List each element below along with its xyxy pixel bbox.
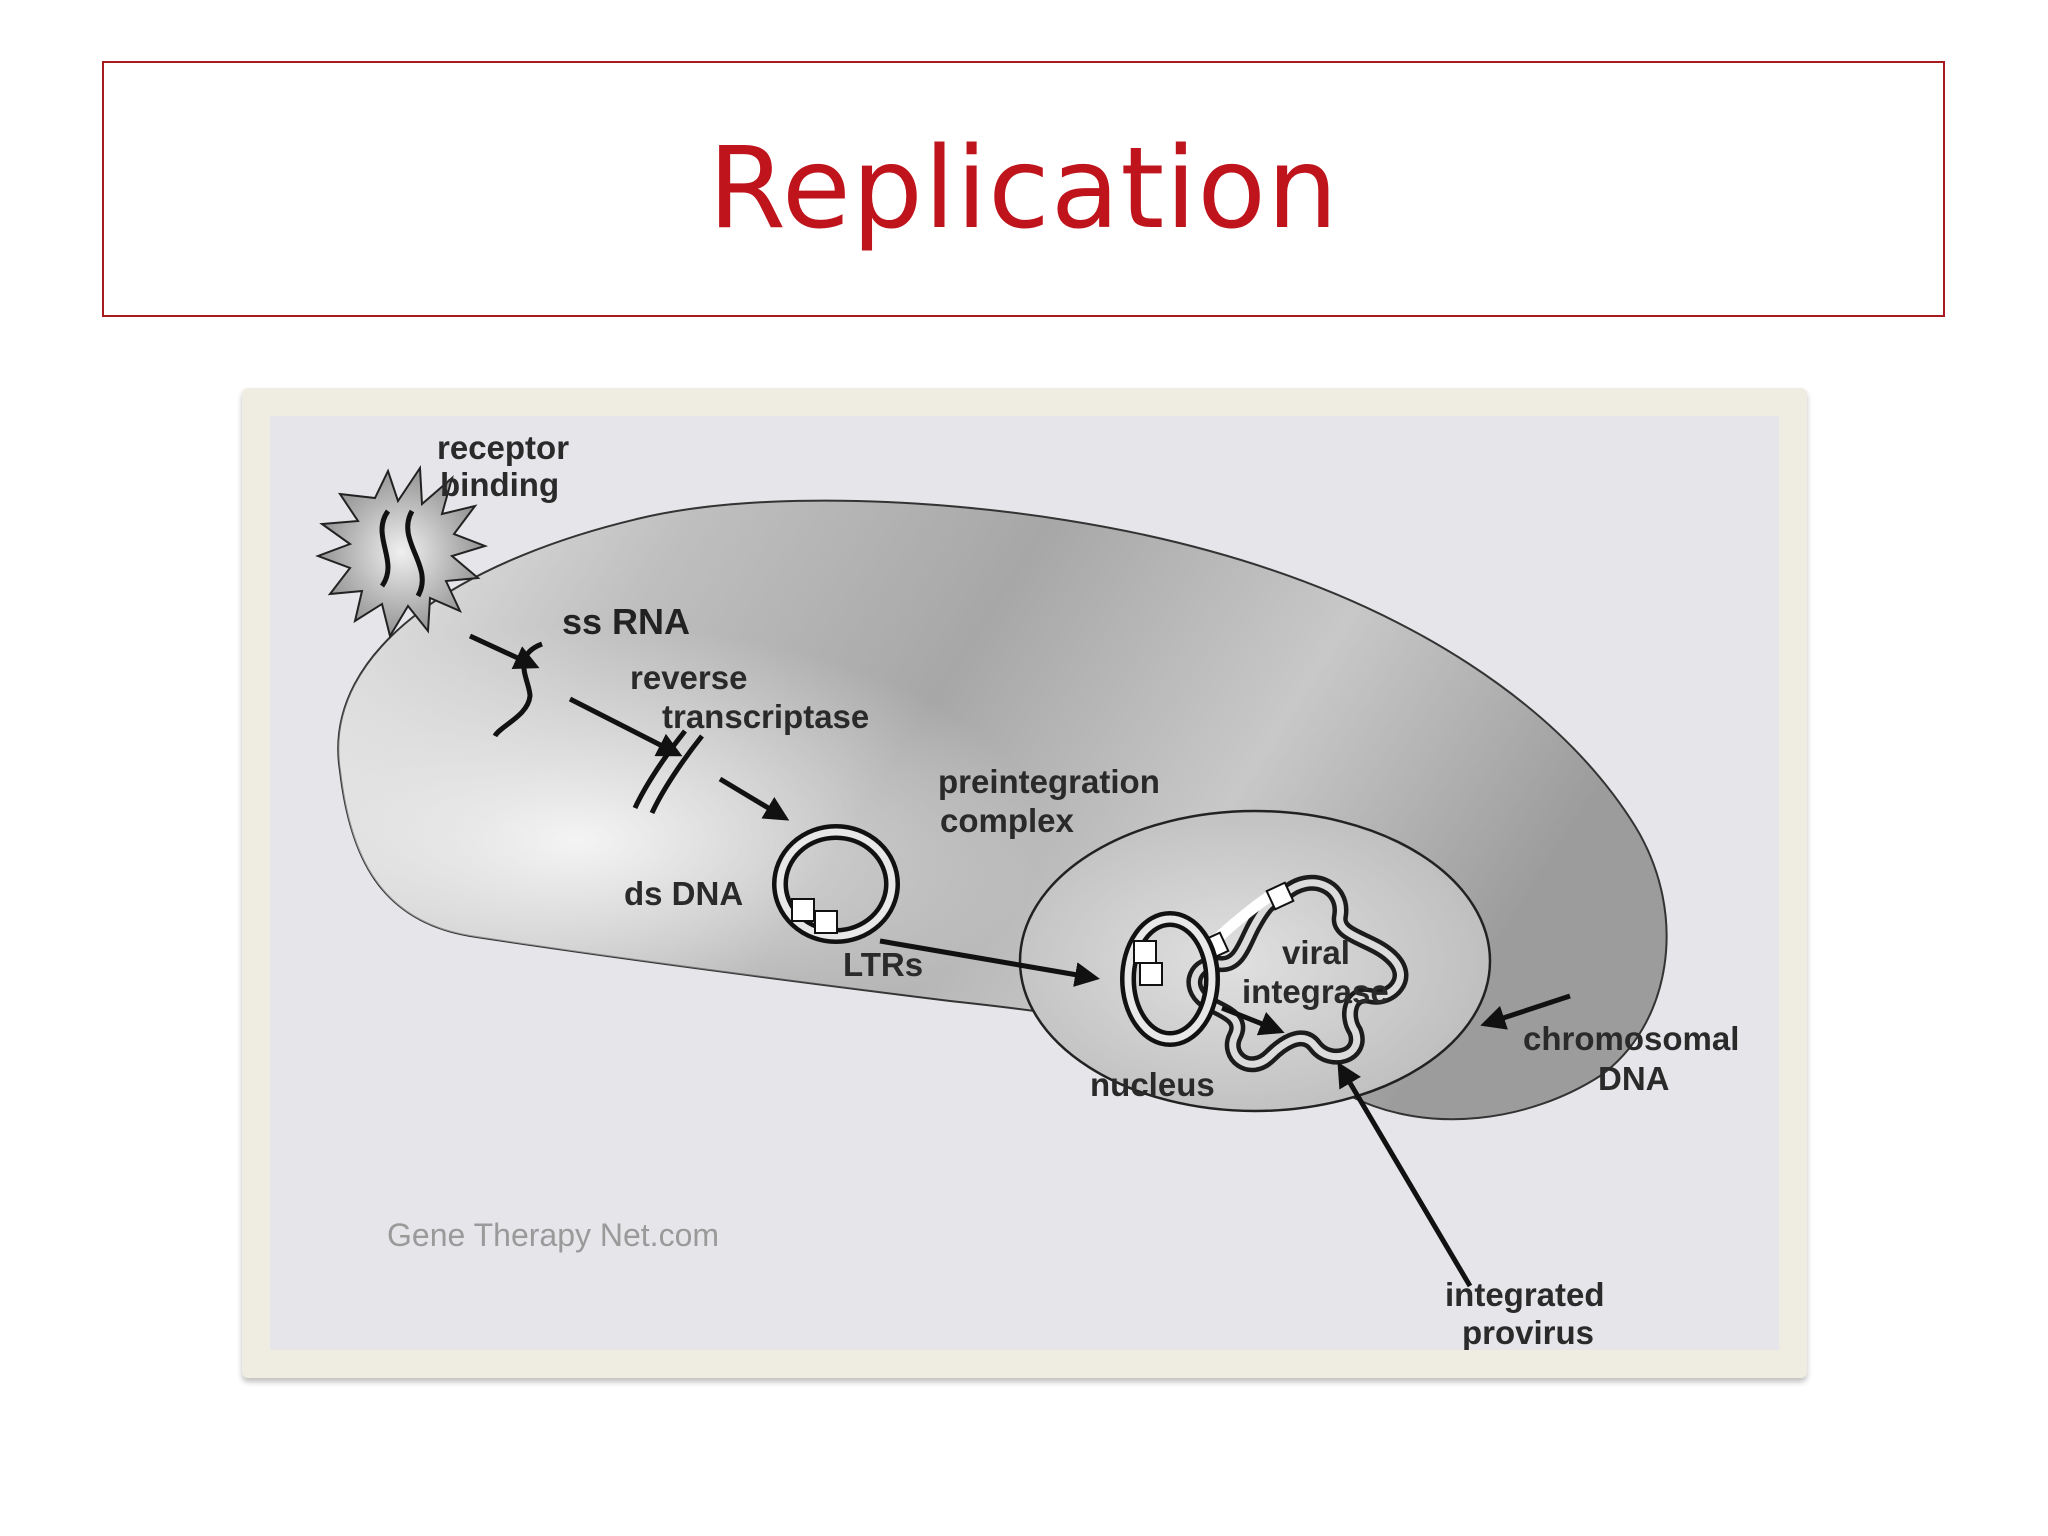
watermark: Gene Therapy Net.com xyxy=(387,1217,719,1253)
label-nucleus: nucleus xyxy=(1090,1066,1215,1103)
replication-diagram: receptor binding ss RNA reverse transcri… xyxy=(270,416,1779,1350)
label-transcriptase: transcriptase xyxy=(662,698,869,735)
process-arrows xyxy=(468,633,1571,1288)
figure-frame: receptor binding ss RNA reverse transcri… xyxy=(242,388,1807,1378)
arrow-rna-to-dna xyxy=(568,696,683,757)
label-integrated: integrated xyxy=(1445,1276,1605,1313)
nucleus-membrane xyxy=(1018,809,1492,1113)
label-integrase: integrase xyxy=(1242,973,1389,1010)
label-provirus: provirus xyxy=(1462,1314,1594,1350)
arrow-provirus-label xyxy=(1337,1061,1473,1288)
replication-diagram-svg: receptor binding ss RNA reverse transcri… xyxy=(315,429,1739,1350)
label-preintegration: preintegration xyxy=(938,763,1160,800)
label-ss-rna: ss RNA xyxy=(562,601,690,642)
virus-particle xyxy=(315,464,489,639)
label-binding: binding xyxy=(440,466,559,503)
label-viral: viral xyxy=(1282,934,1350,971)
arrow-dna-to-complex xyxy=(718,776,790,821)
label-dna: DNA xyxy=(1598,1060,1670,1097)
label-ltrs: LTRs xyxy=(843,946,923,983)
arrow-virus-to-rna xyxy=(468,633,540,669)
label-ds-dna: ds DNA xyxy=(624,875,743,912)
arrow-complex-to-nucleus xyxy=(879,938,1100,987)
arrow-dna-label xyxy=(1480,993,1571,1030)
title-box: Replication xyxy=(102,61,1945,317)
label-chromosomal: chromosomal xyxy=(1523,1020,1739,1057)
label-complex: complex xyxy=(940,802,1075,839)
nuclear-ring xyxy=(1120,911,1220,1047)
arrow-ring-to-integrase xyxy=(1221,1005,1285,1036)
slide-title: Replication xyxy=(708,124,1339,254)
preintegration-complex-ring xyxy=(772,824,900,944)
label-receptor: receptor xyxy=(437,429,569,466)
label-reverse: reverse xyxy=(630,659,747,696)
